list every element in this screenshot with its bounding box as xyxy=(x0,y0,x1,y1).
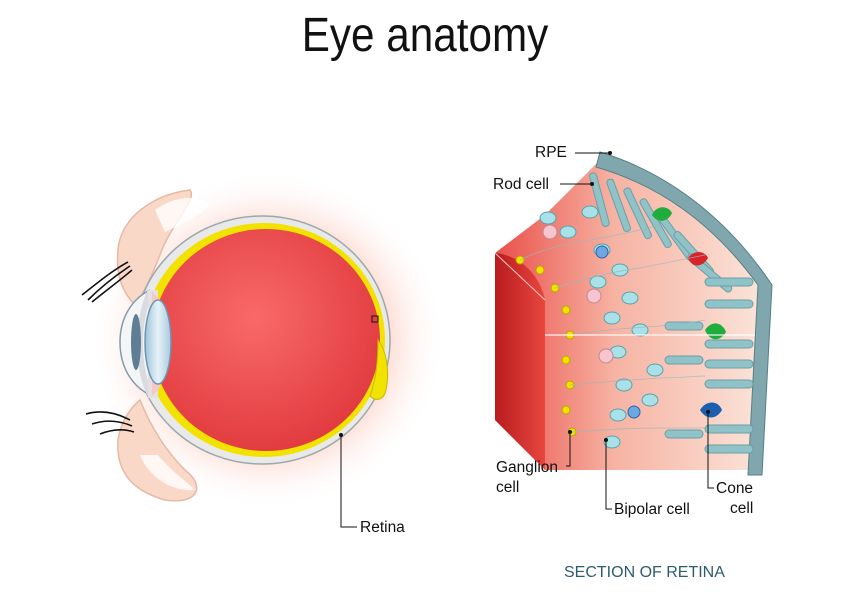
rod-cell-pointer-dot xyxy=(590,182,594,186)
bipolar-leader-line xyxy=(605,440,612,510)
cone-blue xyxy=(700,402,722,418)
cone-label-line2: cell xyxy=(730,500,753,517)
nerve-fibers xyxy=(519,224,706,433)
rpe-pointer-dot xyxy=(608,151,612,155)
upper-eyelid-highlight xyxy=(155,198,210,232)
rod-cells xyxy=(589,172,754,454)
retina-detail-marker xyxy=(371,315,379,323)
ganglion-label-line2: cell xyxy=(496,479,519,496)
amacrine-cells xyxy=(542,224,614,364)
section-caption: SECTION OF RETINA xyxy=(564,564,725,581)
lower-eyelid-highlight xyxy=(140,455,195,491)
pupil xyxy=(131,314,141,370)
ganglion-label-line1: Ganglion xyxy=(496,459,558,476)
cone-label-line1: Cone xyxy=(716,480,753,497)
lower-eyelashes xyxy=(85,411,135,435)
retina-cut-face xyxy=(495,253,545,470)
cone-green-1 xyxy=(652,207,672,221)
retina-label: Retina xyxy=(360,519,405,536)
optic-disc xyxy=(369,338,389,400)
cone-leader-line xyxy=(707,412,714,489)
retina-section-body xyxy=(495,160,760,470)
bipolar-label: Bipolar cell xyxy=(614,501,690,518)
horizontal-cells xyxy=(595,245,641,419)
retina-section: RPE Rod cell Ganglion cell Bipolar cell … xyxy=(493,144,773,581)
retina-leader-line xyxy=(340,435,357,528)
rod-cell-label: Rod cell xyxy=(493,176,549,193)
rpe-layer xyxy=(595,151,773,476)
eye-cross-section: Retina xyxy=(81,170,446,536)
upper-eyelashes xyxy=(81,261,133,303)
vitreous-body xyxy=(152,229,380,451)
lens xyxy=(144,299,172,385)
cut-edge xyxy=(494,252,546,301)
rpe-label: RPE xyxy=(535,144,567,161)
ganglion-leader-line xyxy=(566,432,571,467)
page-title: Eye anatomy xyxy=(301,9,549,62)
